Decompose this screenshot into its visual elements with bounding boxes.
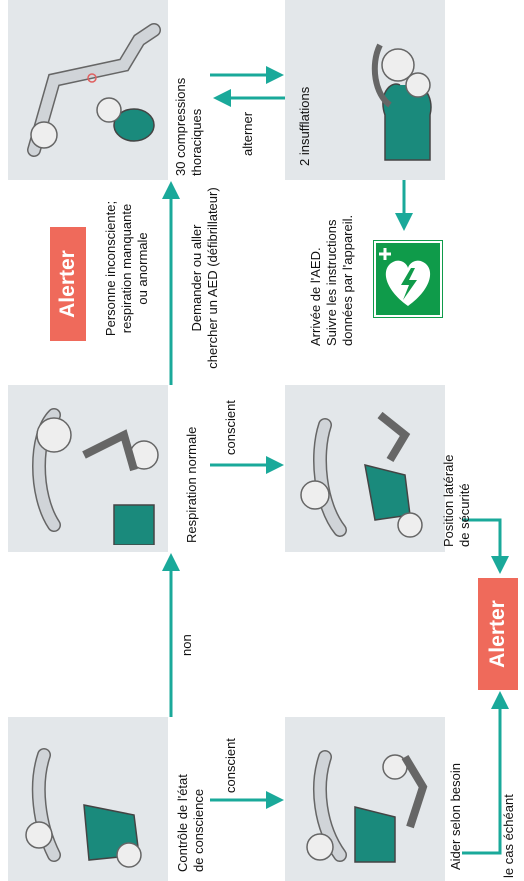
label-insufflations: 2 insufflations bbox=[297, 86, 312, 166]
label-conscient-bottom: conscient bbox=[223, 738, 238, 793]
text-aed: Arrivée de l'AED. Suivre les instruction… bbox=[308, 214, 355, 346]
label-compressions: 30 compressions thoraciques bbox=[173, 77, 204, 176]
illustration-respiration bbox=[32, 408, 159, 545]
label-non: non bbox=[179, 634, 194, 656]
alerter-top: Alerter bbox=[50, 227, 86, 341]
alerter-bottom-label: Alerter bbox=[486, 600, 509, 668]
label-position: Position latérale de sécurité bbox=[441, 454, 472, 548]
illustration-compressions bbox=[27, 23, 161, 157]
label-alterner: alterner bbox=[240, 111, 255, 156]
aed-heart-lightning-icon bbox=[373, 240, 443, 318]
alerter-top-label: Alerter bbox=[56, 250, 79, 318]
arrow-aider-to-alerter bbox=[462, 691, 509, 855]
alerter-bottom: Alerter bbox=[478, 578, 518, 690]
illustration-controle bbox=[25, 748, 142, 868]
arrow-position-to-alerter bbox=[462, 518, 509, 574]
label-controle: Contrôle de l'état de conscience bbox=[175, 774, 206, 872]
label-respiration: Respiration normale bbox=[184, 426, 199, 543]
label-le-cas: le cas échéant bbox=[501, 794, 516, 878]
illustration-aider bbox=[306, 750, 428, 863]
label-conscient-middle: conscient bbox=[223, 400, 238, 455]
label-aider: Aider selon besoin bbox=[448, 763, 463, 870]
illustration-position bbox=[300, 411, 423, 538]
illustration-insufflations bbox=[371, 43, 432, 161]
text-demander: Demander ou aller chercher un AED (défib… bbox=[189, 187, 220, 369]
text-personne: Personne inconsciente; respiration manqu… bbox=[103, 200, 150, 337]
